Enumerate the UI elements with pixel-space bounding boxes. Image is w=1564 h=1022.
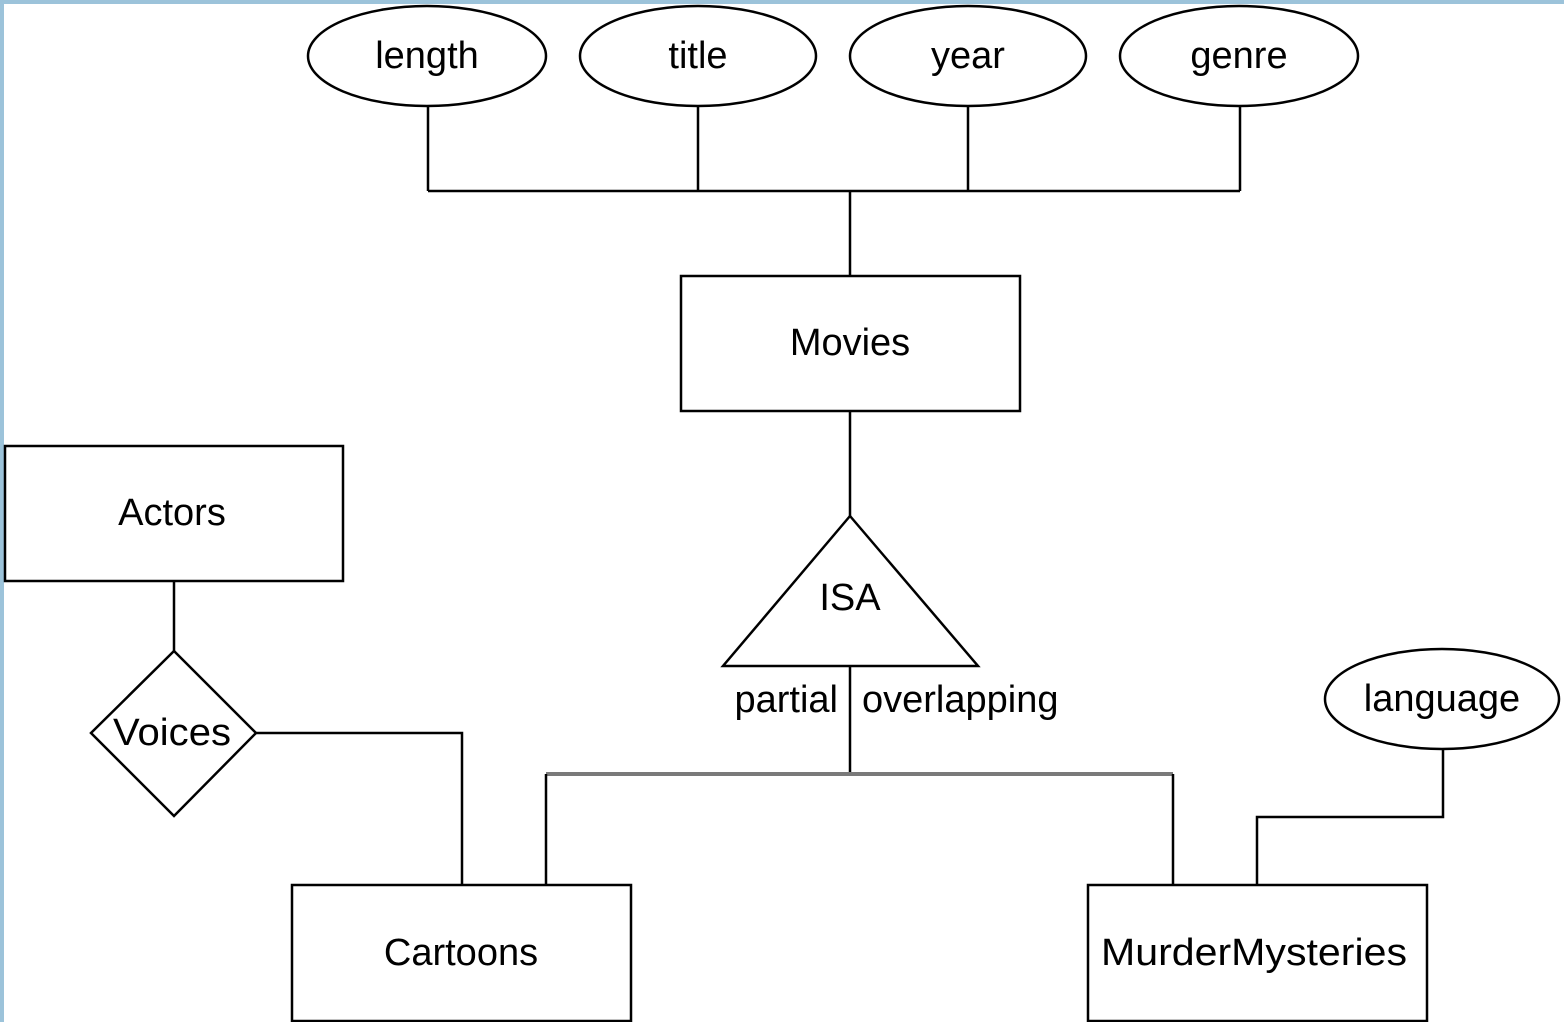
entity-actors[interactable]: Actors: [3, 444, 345, 583]
entity-movies-label: Movies: [790, 322, 910, 364]
attribute-length-label: length: [375, 35, 479, 77]
relationship-voices-label: Voices: [113, 712, 231, 754]
entity-movies[interactable]: Movies: [679, 274, 1022, 413]
movies-attribute-connectors: [426, 106, 1242, 276]
relationship-voices[interactable]: Voices: [89, 649, 258, 818]
isa-participation-label: partial: [735, 679, 839, 721]
attribute-title-label: title: [668, 35, 727, 77]
isa-triangle[interactable]: ISA: [720, 514, 981, 668]
attribute-genre-label: genre: [1190, 35, 1287, 77]
entity-actors-label: Actors: [118, 492, 226, 534]
connector-language-to-murdermysteries: [1255, 748, 1445, 885]
isa-disjointness-label: overlapping: [862, 679, 1058, 721]
attribute-language[interactable]: language: [1323, 647, 1561, 751]
attribute-year-label: year: [931, 35, 1005, 77]
isa-label: ISA: [819, 577, 881, 619]
attribute-title[interactable]: title: [578, 4, 818, 108]
attribute-genre[interactable]: genre: [1118, 4, 1360, 108]
entity-cartoons[interactable]: Cartoons: [290, 883, 633, 1022]
entity-cartoons-label: Cartoons: [384, 932, 538, 974]
entity-murdermysteries-label: MurderMysteries: [1101, 932, 1407, 974]
connector-voices-to-cartoons: [256, 731, 464, 885]
attribute-length[interactable]: length: [306, 4, 548, 108]
attribute-year[interactable]: year: [848, 4, 1088, 108]
entity-murdermysteries[interactable]: MurderMysteries: [1086, 883, 1429, 1022]
attribute-language-label: language: [1364, 678, 1520, 720]
